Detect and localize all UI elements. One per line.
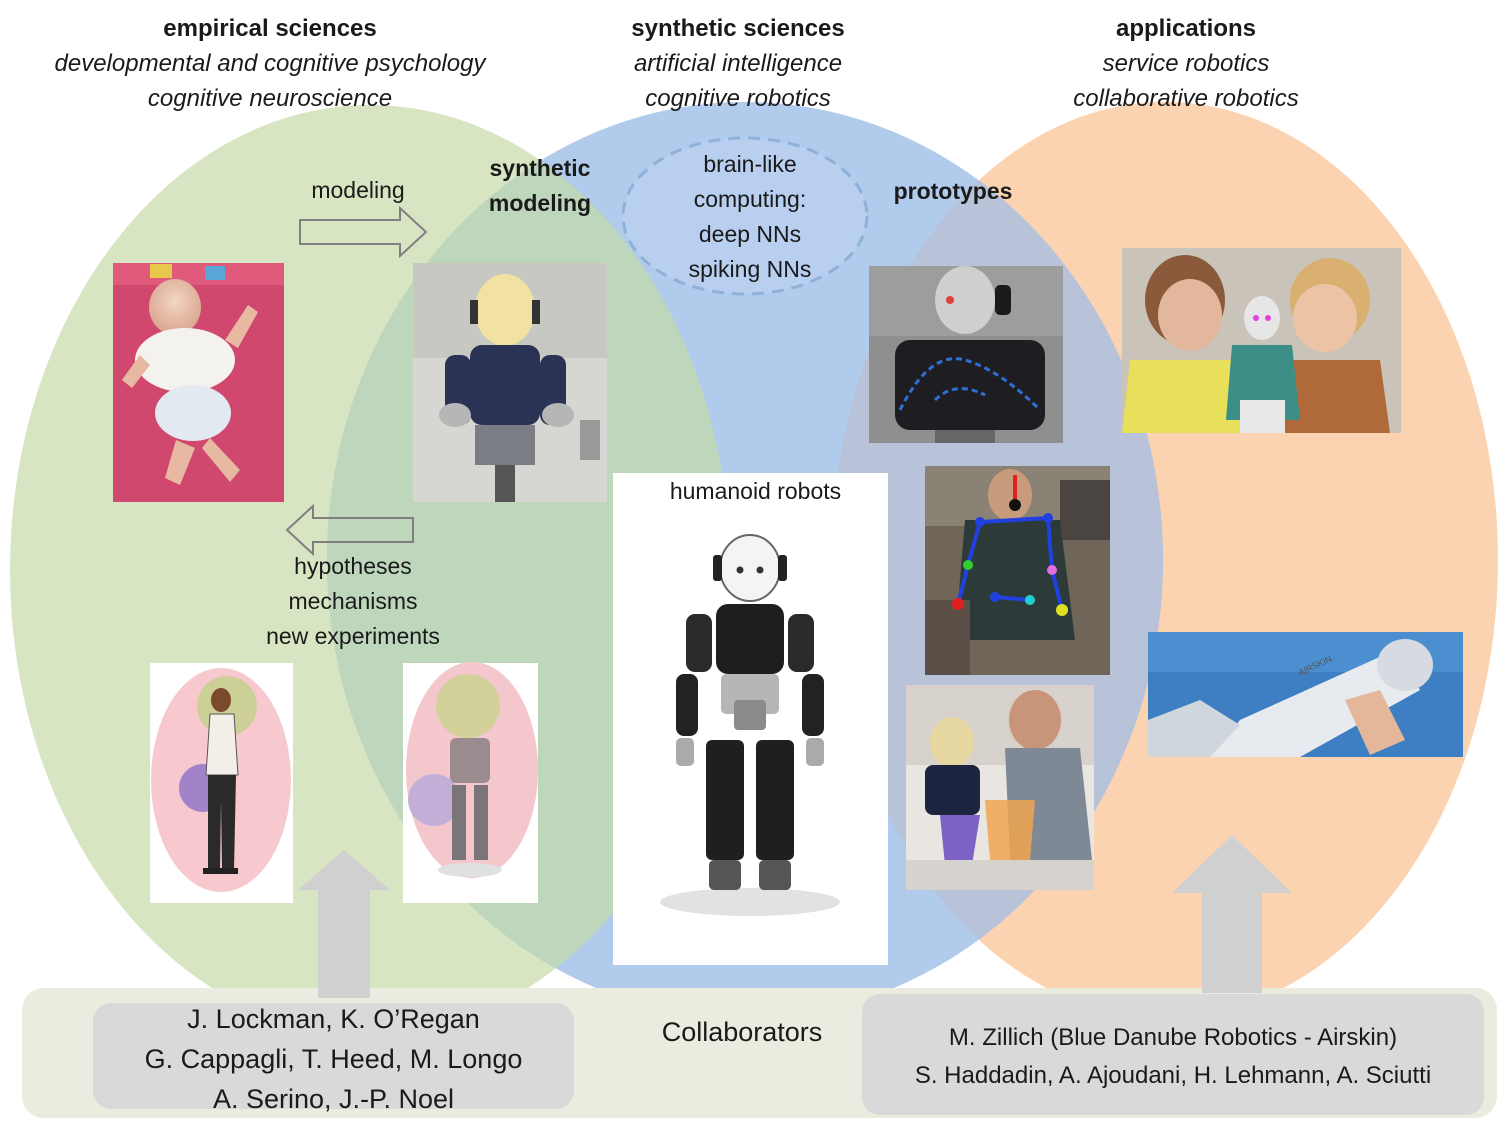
empirical-sciences-title: empirical sciences	[163, 15, 377, 42]
modeling-arrow	[299, 205, 428, 259]
hypotheses-arrow	[285, 503, 414, 557]
empirical-sciences-subtitle-2: cognitive neuroscience	[147, 85, 393, 112]
humanoid-robots-label: humanoid robots	[669, 478, 842, 504]
modeling-label: modeling	[311, 177, 405, 203]
prototype-photo-1	[869, 266, 1063, 443]
synthetic-sciences-subtitle-2: cognitive robotics	[645, 85, 831, 112]
brain-like-computing-label: brain-like computing: deep NNs spiking N…	[650, 147, 850, 287]
brain-like-line-2: computing:	[693, 186, 807, 212]
icub-photo	[413, 263, 607, 502]
synthetic-modeling-label: synthetic modeling	[470, 151, 610, 221]
collaborators-left-line-3: A. Serino, J.-P. Noel	[212, 1084, 455, 1114]
humanoid-robot-illustration	[613, 473, 888, 965]
brain-like-line-1: brain-like	[703, 151, 797, 177]
applications-subtitle-2: collaborative robotics	[1073, 85, 1299, 112]
applications-title: applications	[1115, 15, 1257, 42]
collaborators-label: Collaborators	[661, 1017, 823, 1047]
empirical-sciences-header: empirical sciences developmental and cog…	[20, 11, 520, 116]
prototype-photo-2	[925, 466, 1110, 675]
airskin-photo: AIRSKIN	[1148, 632, 1463, 757]
synthetic-sciences-title: synthetic sciences	[631, 15, 845, 42]
baby-photo	[113, 263, 284, 502]
synthetic-sciences-header: synthetic sciences artificial intelligen…	[560, 11, 916, 116]
collaborators-right-box: M. Zillich (Blue Danube Robotics - Airsk…	[862, 994, 1484, 1115]
hypotheses-line-3: new experiments	[266, 623, 440, 649]
brain-like-line-3: deep NNs	[698, 221, 802, 247]
brain-like-line-4: spiking NNs	[688, 256, 812, 282]
hypotheses-line-1: hypotheses	[294, 553, 412, 579]
left-up-arrow	[298, 850, 390, 998]
hypotheses-line-2: mechanisms	[288, 588, 418, 614]
empirical-sciences-subtitle-1: developmental and cognitive psychology	[54, 50, 486, 77]
robot-peripersonal-space	[403, 662, 538, 903]
collaborators-left-line-1: J. Lockman, K. O’Regan	[187, 1004, 480, 1034]
hypotheses-label: hypotheses mechanisms new experiments	[228, 549, 478, 654]
applications-header: applications service robotics collaborat…	[1010, 11, 1362, 116]
collaborators-right-line-2: S. Haddadin, A. Ajoudani, H. Lehmann, A.…	[914, 1062, 1432, 1089]
right-up-arrow	[1172, 835, 1292, 993]
collaborators-left-box: J. Lockman, K. O’Regan G. Cappagli, T. H…	[93, 1003, 574, 1114]
collaborators-left-line-2: G. Cappagli, T. Heed, M. Longo	[144, 1044, 523, 1074]
human-peripersonal-space	[150, 663, 293, 903]
synthetic-modeling-line-2: modeling	[488, 190, 592, 216]
applications-subtitle-1: service robotics	[1102, 50, 1270, 77]
children-nao-photo	[1122, 248, 1401, 433]
prototypes-label: prototypes	[893, 178, 1013, 204]
prototype-photo-3	[906, 685, 1094, 890]
synthetic-sciences-subtitle-1: artificial intelligence	[633, 50, 843, 77]
brain-like-computing-ellipse	[621, 136, 869, 296]
synthetic-modeling-line-1: synthetic	[489, 155, 591, 181]
collaborators-right-line-1: M. Zillich (Blue Danube Robotics - Airsk…	[948, 1024, 1398, 1051]
